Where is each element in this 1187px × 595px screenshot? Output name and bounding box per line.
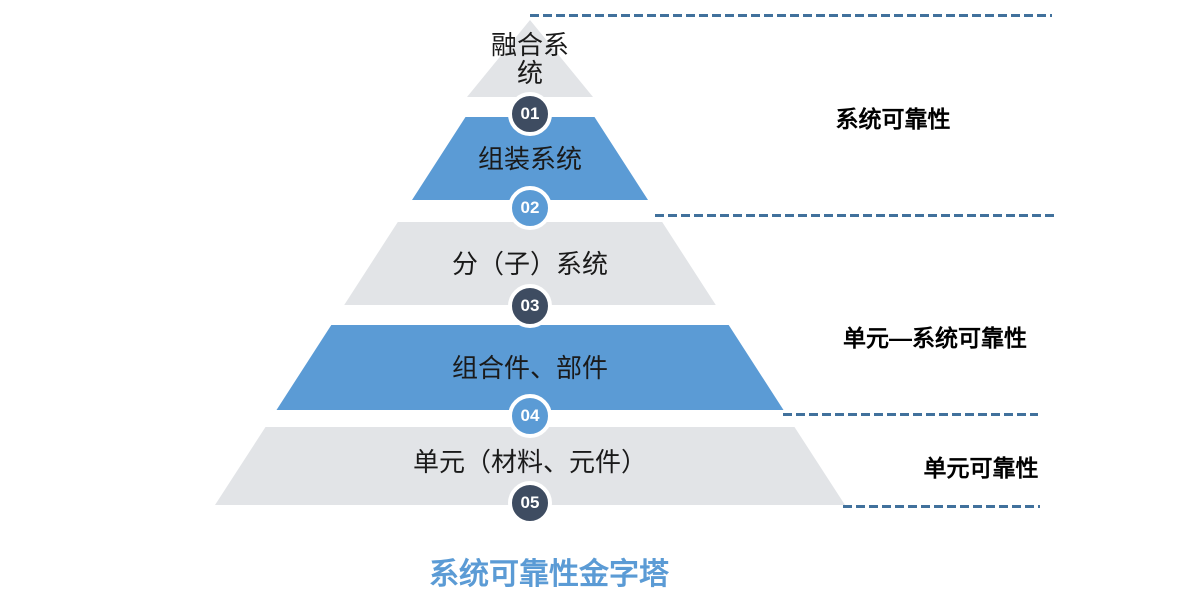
pyramid-level-2-label-text: 组装系统 (477, 143, 582, 174)
pyramid-level-5-label: 单元（材料、元件） (215, 427, 845, 505)
step-badge-05: 05 (508, 481, 552, 525)
step-badge-05-number: 05 (520, 493, 540, 512)
side-label-system-reliability: 系统可靠性 (835, 106, 951, 132)
step-badge-01-number: 01 (520, 104, 540, 123)
pyramid-level-2-label: 组装系统 (215, 117, 845, 200)
step-badge-03-number: 03 (520, 296, 540, 315)
reliability-pyramid: 融合系统 组装系统 分（子）系统 组合件、部件 单元（材料、元件） 01 02 … (215, 15, 845, 525)
step-badge-04: 04 (508, 394, 552, 438)
step-badge-01: 01 (508, 92, 552, 136)
pyramid-level-4-label: 组合件、部件 (215, 325, 845, 410)
divider-dashed-line-bottom (843, 505, 1040, 508)
pyramid-level-5-label-text: 单元（材料、元件） (412, 447, 647, 477)
divider-dashed-line-lower-middle (783, 413, 1038, 416)
pyramid-caption: 系统可靠性金字塔 (429, 558, 669, 591)
side-label-unit-reliability: 单元可靠性 (923, 455, 1039, 481)
step-badge-02: 02 (508, 186, 552, 230)
pyramid-level-3-label-text: 分（子）系统 (451, 248, 608, 279)
pyramid-level-1-label-text: 融合系统 (490, 29, 569, 88)
pyramid-level-3-label: 分（子）系统 (215, 222, 845, 305)
divider-dashed-line-top (530, 14, 1052, 17)
divider-dashed-line-upper-middle (655, 214, 1058, 217)
step-badge-02-number: 02 (520, 198, 540, 217)
pyramid-level-4-label-text: 组合件、部件 (451, 352, 608, 383)
step-badge-04-number: 04 (520, 406, 540, 425)
side-label-unit-system-reliability: 单元—系统可靠性 (843, 325, 1027, 351)
step-badge-03: 03 (508, 284, 552, 328)
pyramid-level-1-label: 融合系统 (215, 20, 845, 97)
